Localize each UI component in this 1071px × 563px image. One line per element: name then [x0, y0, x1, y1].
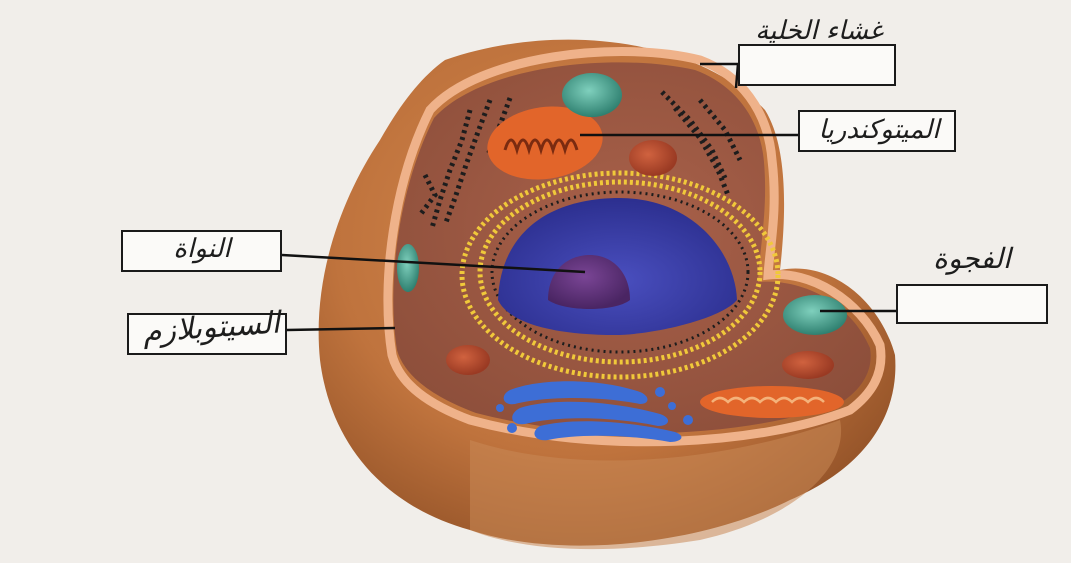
vacuole-right — [783, 295, 847, 335]
vacuole-top — [562, 73, 622, 117]
answer-cell-membrane: غشاء الخلية — [745, 18, 893, 44]
vacuole-left — [397, 244, 419, 292]
label-box-vacuole[interactable] — [896, 284, 1048, 324]
lysosome-1 — [629, 140, 677, 176]
lysosome-2 — [446, 345, 490, 375]
answer-nucleus: النواة — [128, 236, 276, 262]
answer-vacuole: الفجوة — [888, 245, 1056, 273]
label-box-cell-membrane[interactable] — [738, 44, 896, 86]
lysosome-3 — [782, 351, 834, 379]
answer-mitochondria: الميتوكندريا — [805, 117, 953, 143]
mitochondrion-lower — [700, 386, 844, 418]
